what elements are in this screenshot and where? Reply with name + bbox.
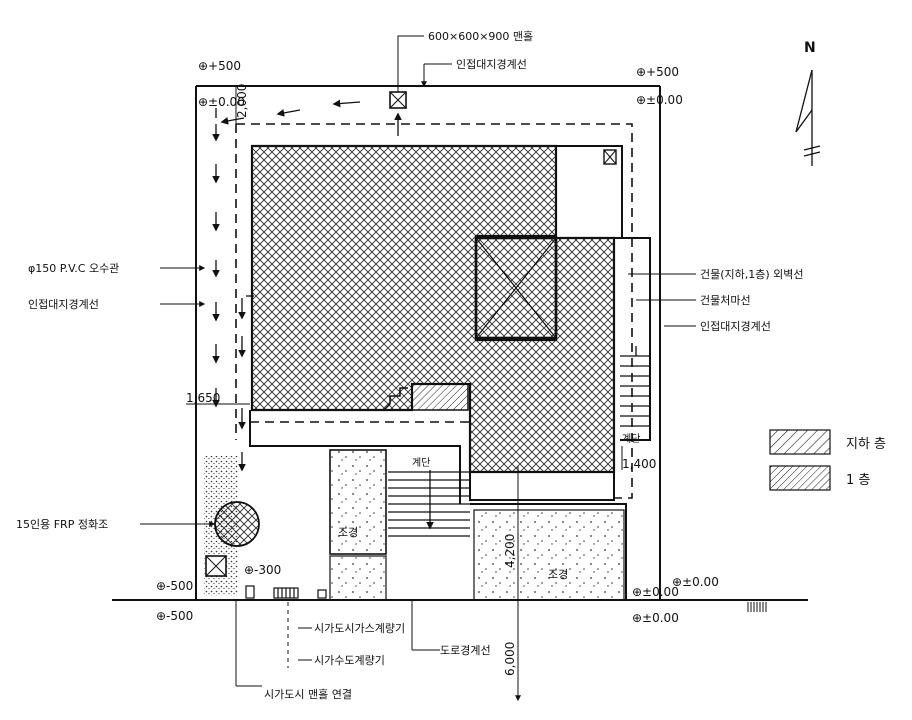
elevation-bl-level: ⊕-500 [156,579,193,593]
label-road-boundary: 도로경계선 [440,644,491,657]
eave-line [235,123,633,499]
legend: 지하 층 1 층 [769,429,886,491]
label-stair-up: 계단 [412,457,430,469]
manhole-top [389,91,407,109]
legend-label-first-floor: 1 층 [846,473,870,488]
north-label: N [804,40,816,56]
elevation-manhole: ⊕-300 [244,563,281,577]
legend-swatch-basement [769,429,831,455]
site-boundary [195,85,661,600]
garden-right-area [473,509,625,601]
dimension-labels: 2,000 1,650 4,200 6,000 [186,84,517,676]
manhole-bottom [205,555,227,577]
meter-boxes [245,585,327,599]
dimension-lines [186,86,623,702]
entry-stair [388,470,470,537]
right-stair [620,346,650,427]
annotation-labels: 600×600×900 맨홀 인접대지경계선 φ150 P.V.C 오수관 인접… [16,30,804,701]
label-building-outline: 건물(지하,1층) 외벽선 [700,267,804,281]
label-meter-1: 시가도시가스계량기 [314,622,405,635]
label-stair-side: 계단 [622,433,640,445]
building-footprint [250,144,623,474]
elevation-tr-plus: ⊕+500 [636,65,679,79]
dim-2000: 2,000 [235,84,249,118]
dim-6000: 6,000 [503,642,517,676]
label-boundary-top: 인접대지경계선 [456,58,527,71]
label-pvc-pipe: φ150 P.V.C 오수관 [28,262,119,275]
label-manhole-spec: 600×600×900 맨홀 [428,30,533,43]
leader-lines [140,35,696,661]
label-boundary-left: 인접대지경계선 [28,298,99,311]
elevation-1400: 1,400 [622,457,656,471]
septic-tank [214,501,260,547]
elevation-br-zero1: ⊕±0.00 [632,585,679,599]
label-meter-2: 시가수도계량기 [314,654,385,667]
label-septic: 15인용 FRP 정화조 [16,518,108,531]
drain-pipe-route [212,99,402,472]
elevation-br-zero2: ⊕±0.00 [672,575,719,589]
elevation-bl-level2: ⊕-500 [156,609,193,623]
elevation-labels: ⊕+500 ⊕±0.00 ⊕+500 ⊕±0.00 ⊕-500 ⊕-500 ⊕-… [156,59,719,625]
elevation-br-zero3: ⊕±0.00 [632,611,679,625]
dim-1650: 1,650 [186,391,220,405]
dim-4200: 4,200 [503,534,517,568]
garden-left-area [329,449,387,555]
elevation-tl-plus: ⊕+500 [198,59,241,73]
label-boundary-right: 인접대지경계선 [700,320,771,333]
legend-label-basement: 지하 층 [846,437,886,452]
road-line [112,599,808,612]
building-outer-wall [249,237,651,600]
elevation-tr-zero: ⊕±0.00 [636,93,683,107]
garden-left-lower [329,555,387,601]
legend-swatch-first-floor [769,465,831,491]
label-garden-left: 조경 [338,526,358,539]
label-garden-right: 조경 [548,568,568,581]
elevation-tl-zero: ⊕±0.00 [198,95,245,109]
label-building-eave: 건물처마선 [700,294,751,307]
north-arrow-icon [795,69,821,166]
label-meter-3: 시가도시 맨홀 연결 [264,688,352,701]
